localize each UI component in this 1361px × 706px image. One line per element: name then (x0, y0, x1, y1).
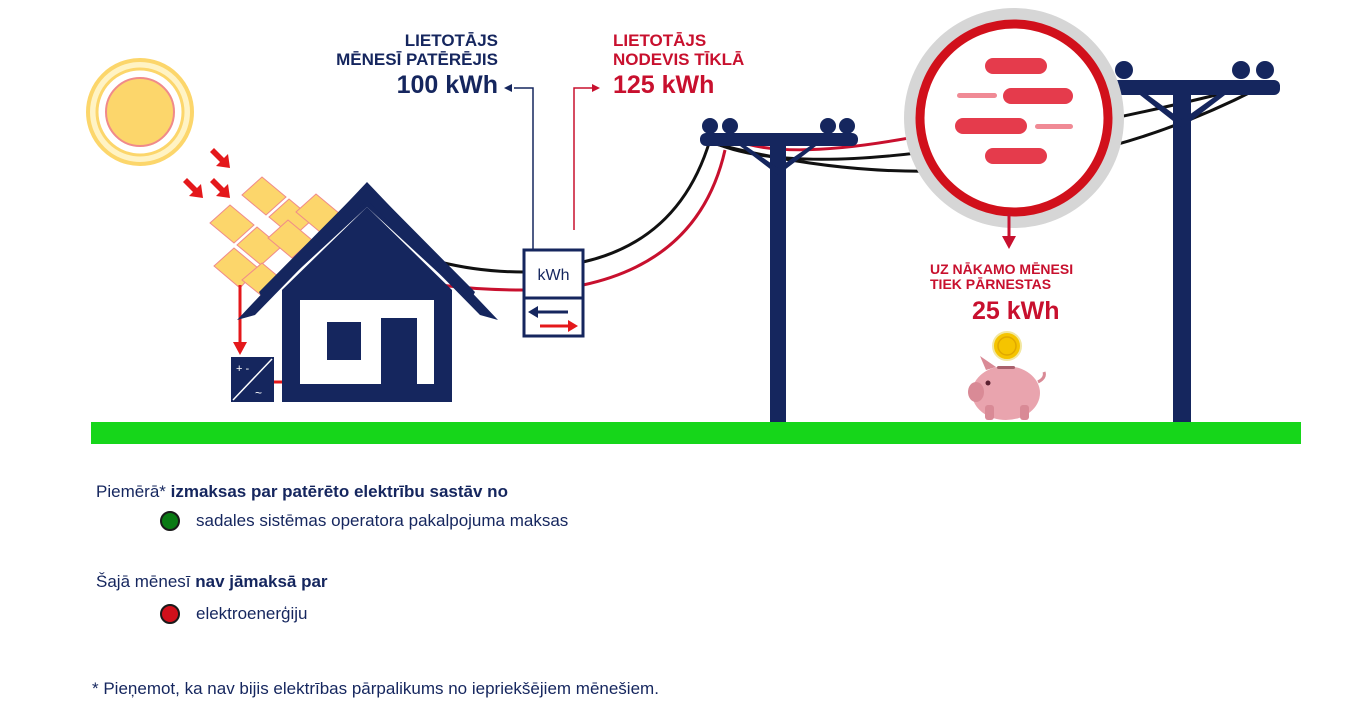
sun-icon (86, 58, 194, 166)
consumed-label: LIETOTĀJS MĒNESĪ PATĒRĒJIS (300, 31, 498, 69)
costs-heading-prefix: Piemērā* (96, 482, 171, 501)
not-pay-heading: Šajā mēnesī nav jāmaksā par (96, 572, 328, 592)
delivered-value: 125 kWh (613, 71, 715, 99)
piggy-bank-icon (968, 356, 1046, 420)
house-icon (237, 182, 498, 402)
green-dot-icon (160, 511, 180, 531)
panel-to-inverter-arrow (233, 285, 247, 355)
delivered-label-line2: NODEVIS TĪKLĀ (613, 49, 745, 69)
delivered-label-line1: LIETOTĀJS (613, 31, 707, 50)
sun-ray-arrows (183, 148, 230, 198)
utility-pole-2 (1090, 61, 1280, 422)
inverter-icon: + - ~ (231, 357, 274, 402)
transfer-arrow (1002, 214, 1016, 249)
utility-pole-1 (700, 118, 858, 422)
footnote: * Pieņemot, ka nav bijis elektrības pārp… (92, 679, 659, 698)
logo-icon (955, 58, 1073, 164)
coin-icon (992, 331, 1022, 361)
not-pay-heading-prefix: Šajā mēnesī (96, 572, 196, 591)
costs-item: sadales sistēmas operatora pakalpojuma m… (196, 511, 569, 530)
consumed-label-line2: MĒNESĪ PATĒRĒJIS (336, 49, 498, 69)
transfer-label-line2: TIEK PĀRNESTAS (930, 276, 1052, 293)
consumed-value: 100 kWh (396, 71, 498, 99)
inverter-dc-symbol: + - (236, 363, 249, 375)
meter-unit-label: kWh (537, 267, 570, 284)
inverter-ac-symbol: ~ (255, 386, 262, 400)
transfer-label-line1: UZ NĀKAMO MĒNESI (930, 261, 1074, 277)
transfer-value: 25 kWh (972, 297, 1060, 325)
solar-panel-icon (209, 176, 341, 297)
costs-heading: Piemērā* izmaksas par patērēto elektrību… (96, 482, 508, 502)
meter-leader-lines (504, 84, 600, 250)
consumed-label-line1: LIETOTĀJS (404, 31, 498, 50)
transfer-label: UZ NĀKAMO MĒNESI TIEK PĀRNESTAS (930, 261, 1074, 293)
ground-grass (91, 422, 1301, 444)
red-dot-icon (160, 604, 180, 624)
costs-heading-bold: izmaksas par patērēto elektrību sastāv n… (170, 482, 508, 501)
electricity-meter-icon (522, 248, 585, 338)
grid-operator-logo-badge (904, 8, 1124, 228)
not-pay-item: elektroenerģiju (196, 604, 308, 623)
not-pay-heading-bold: nav jāmaksā par (195, 572, 328, 591)
delivered-label: LIETOTĀJS NODEVIS TĪKLĀ (613, 31, 745, 69)
